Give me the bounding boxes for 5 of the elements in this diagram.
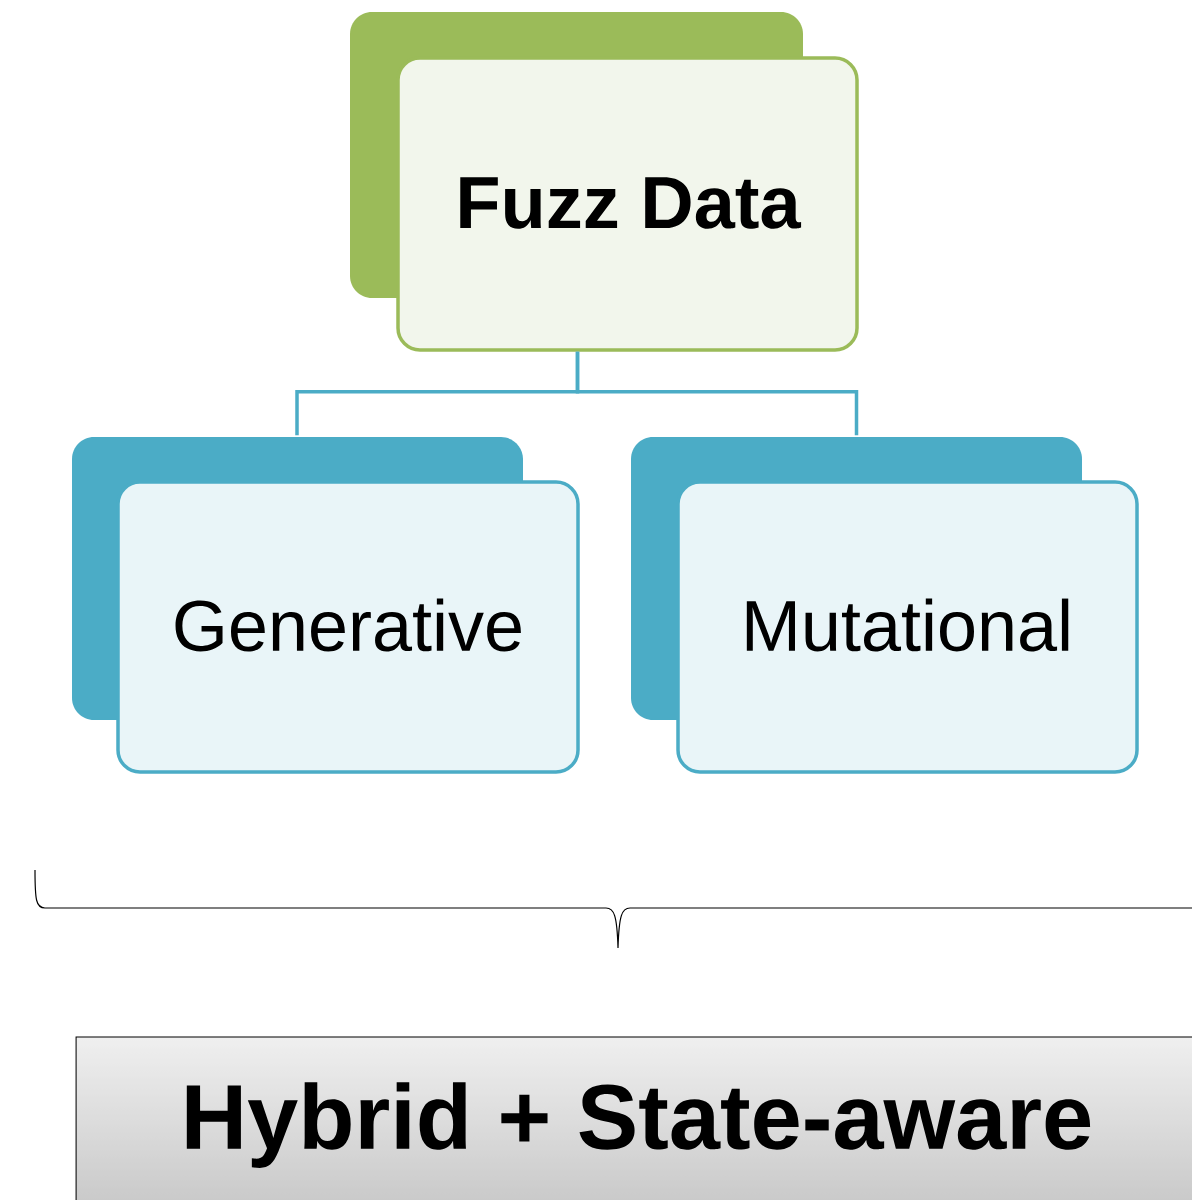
result-bar: Hybrid + State-aware	[75, 1036, 1192, 1200]
connector-line	[575, 351, 859, 436]
process-box: Generative	[72, 437, 580, 774]
process-box: Fuzz Data	[350, 12, 859, 352]
process-box: Mutational	[631, 437, 1139, 774]
